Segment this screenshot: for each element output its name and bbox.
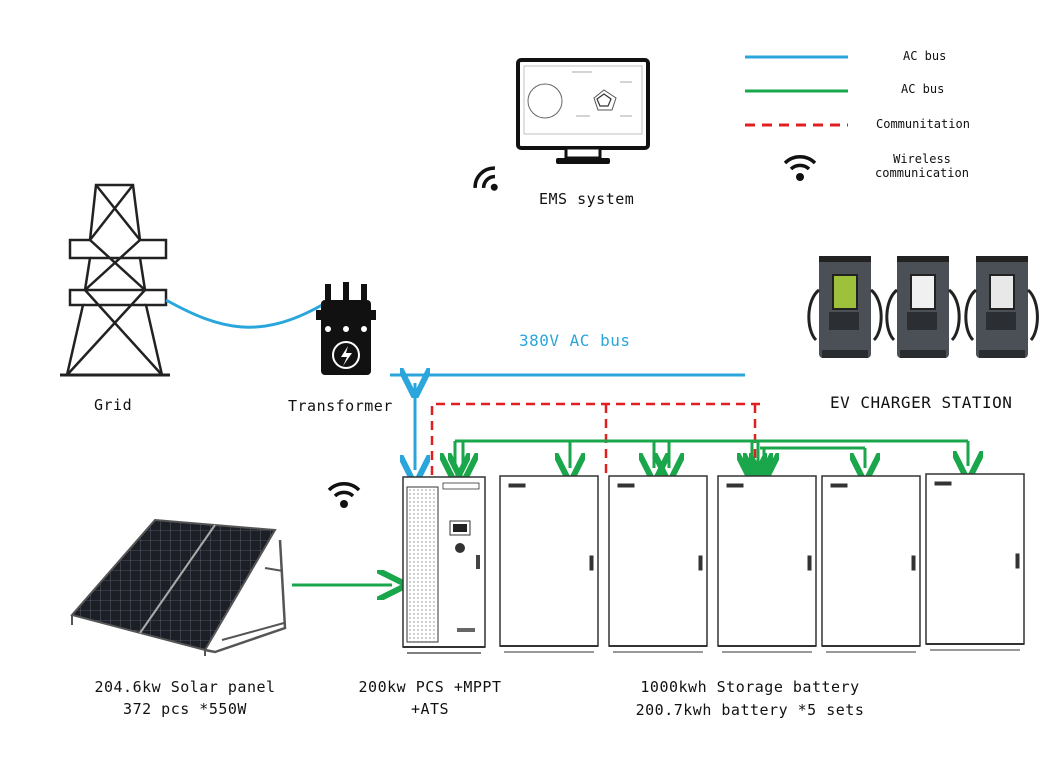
pcs-cabinet-icon	[402, 476, 486, 654]
battery-cabinet-icon	[499, 473, 1025, 647]
ems-label: EMS system	[539, 190, 635, 208]
dc-bus-lines	[455, 439, 968, 468]
transformer-icon	[316, 282, 376, 375]
legend-wireless-label: Wireless communication	[875, 152, 969, 180]
legend-communication-label: Communitation	[876, 117, 970, 131]
pcs-label: 200kw PCS +MPPT +ATS	[358, 678, 502, 718]
battery-cabinet-details	[500, 481, 1024, 653]
ac-bus-label: 380V AC bus	[519, 331, 631, 350]
grid-label: Grid	[94, 396, 133, 414]
ems-wifi-icon	[473, 166, 498, 191]
solar-label: 204.6kw Solar panel 372 pcs *550W	[94, 678, 276, 718]
grid-cable	[165, 298, 323, 329]
pcs-wifi-icon	[327, 482, 361, 508]
solar-panel-icon	[70, 518, 287, 656]
legend-ac-bus-blue-label: AC bus	[903, 49, 947, 63]
legend-wifi-icon	[783, 155, 817, 181]
legend-ac-bus-green-label: AC bus	[901, 82, 945, 96]
transformer-label: Transformer	[288, 397, 393, 415]
monitor-icon	[516, 58, 650, 164]
ev-charger-label: EV CHARGER STATION	[830, 393, 1013, 412]
ev-charger-icon	[807, 256, 1039, 358]
storage-label: 1000kwh Storage battery 200.7kwh battery…	[635, 678, 865, 719]
power-tower-icon	[60, 183, 170, 377]
